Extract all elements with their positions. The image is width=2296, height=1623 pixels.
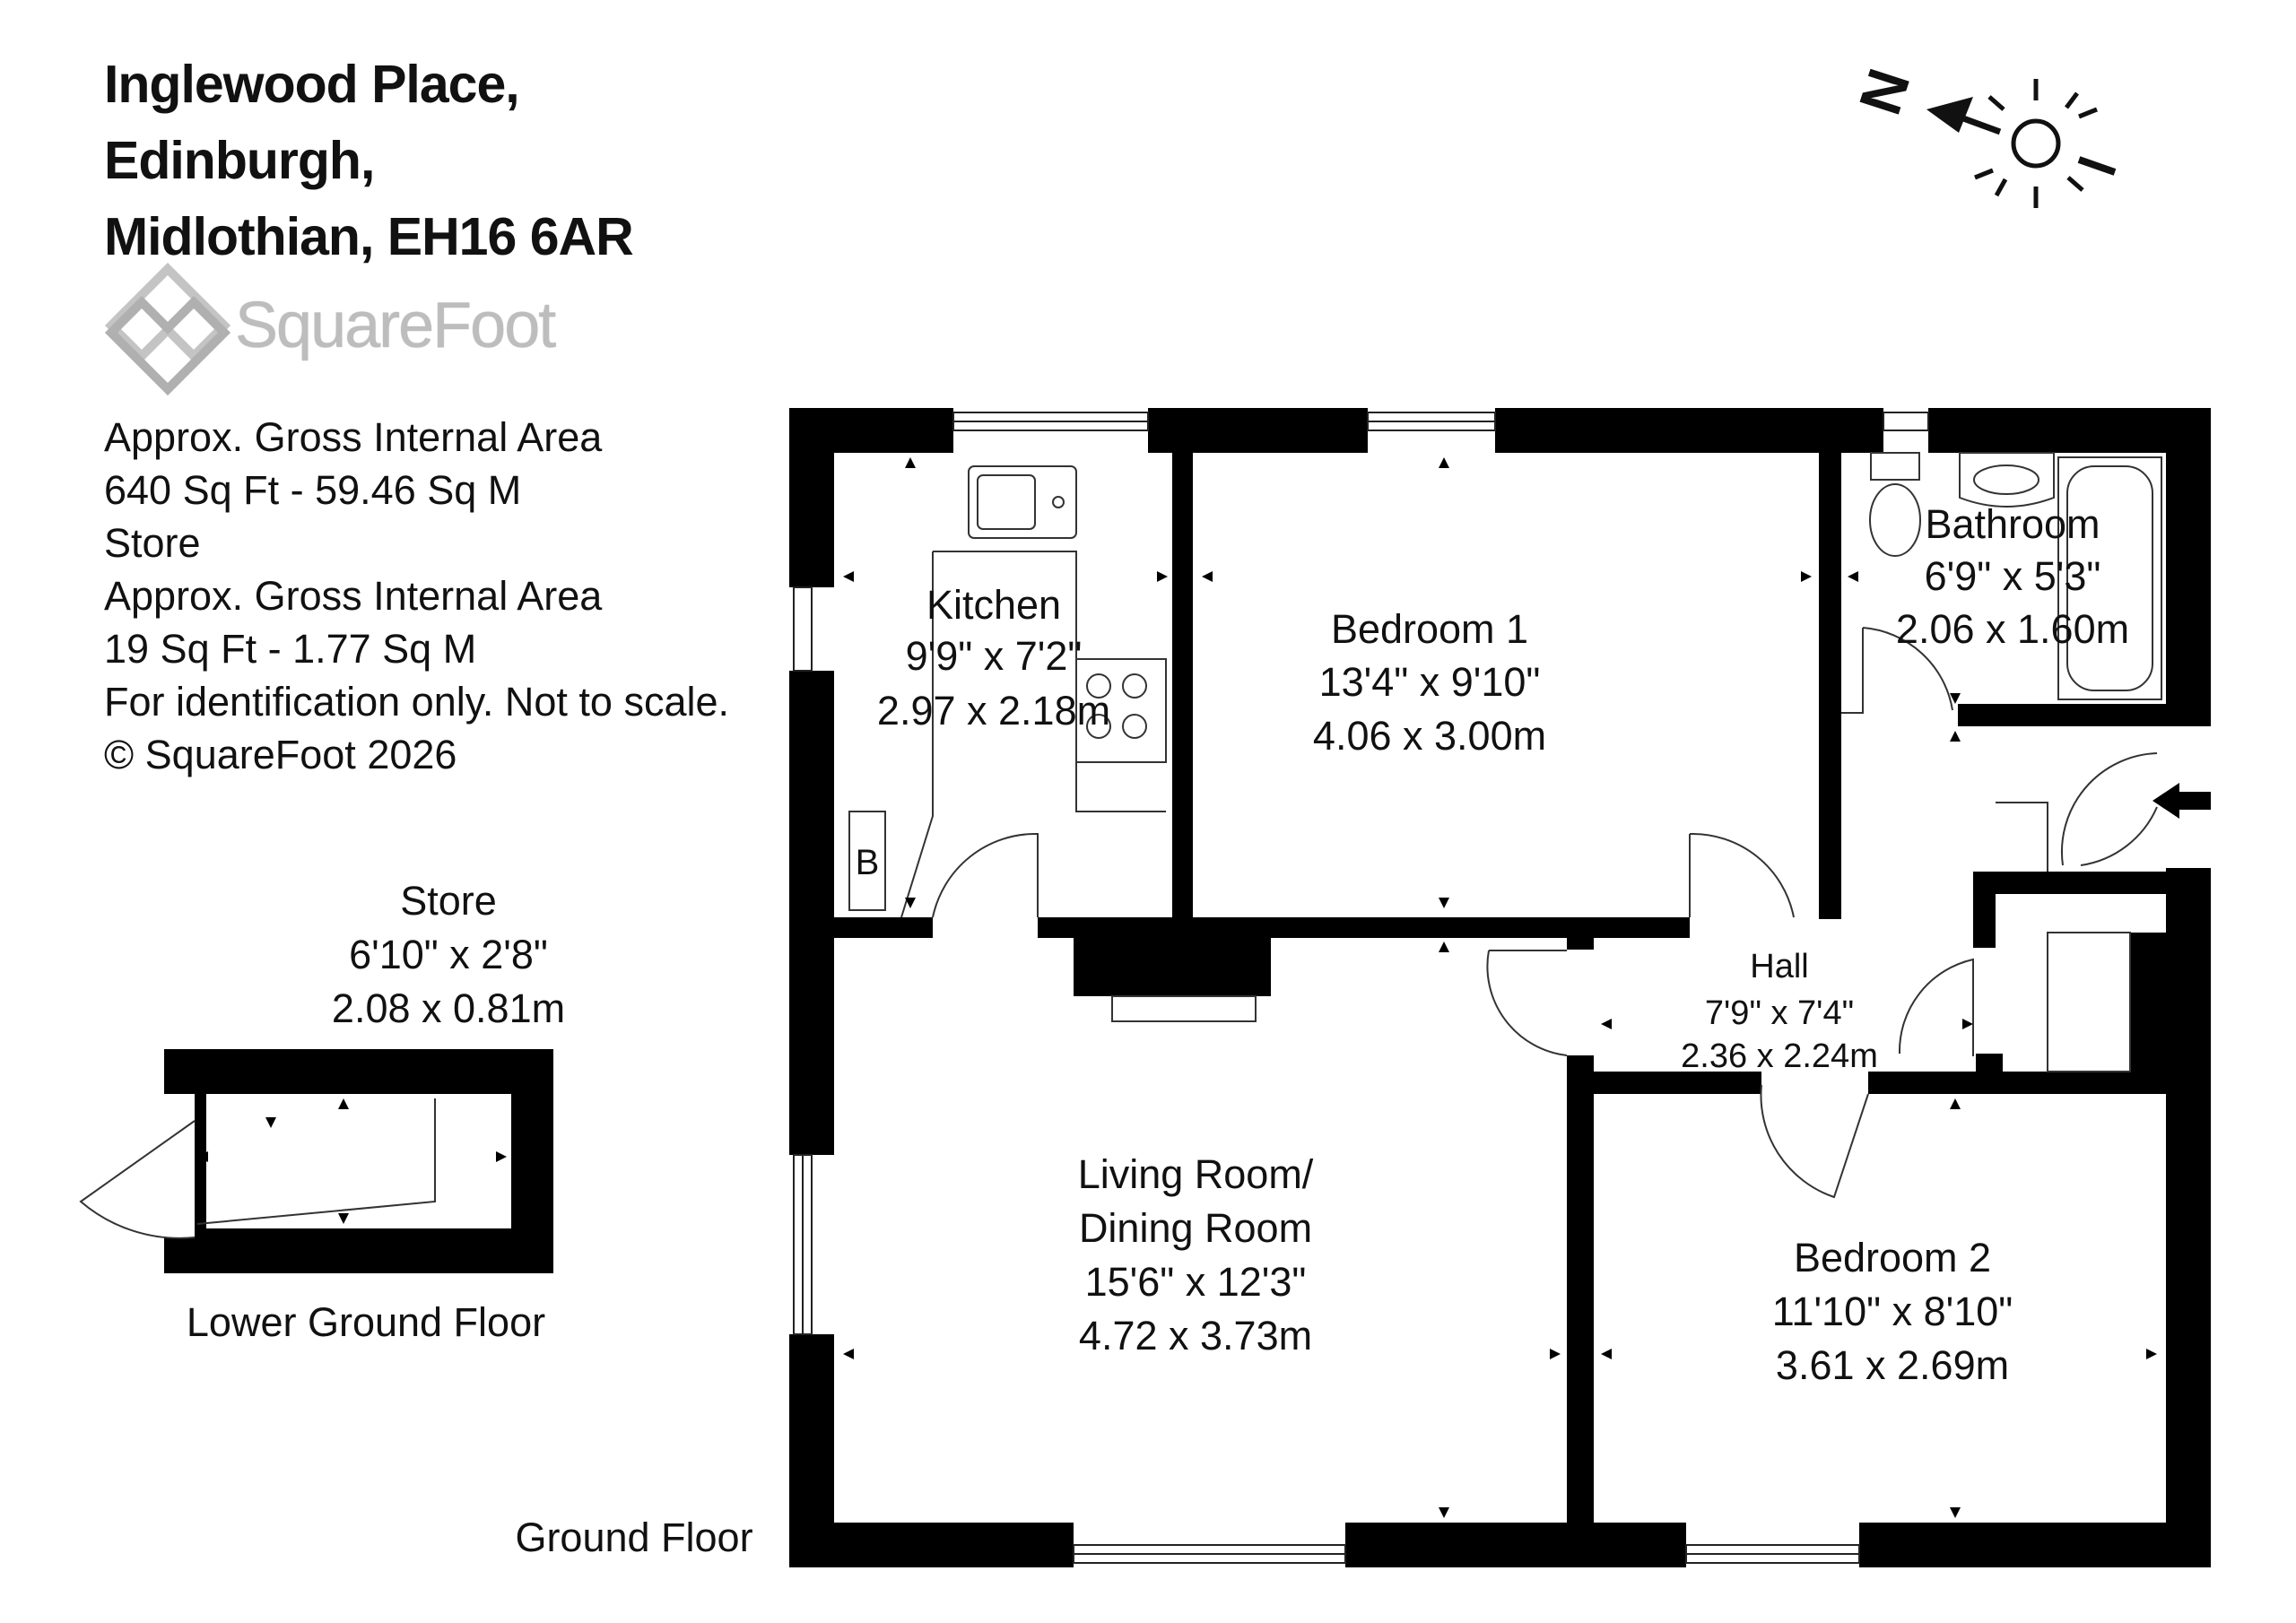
info-line-5: 19 Sq Ft - 1.77 Sq M — [104, 626, 477, 672]
sink-icon — [968, 465, 1077, 539]
store-name: Store — [400, 878, 497, 924]
area-info: Approx. Gross Internal Area 640 Sq Ft - … — [104, 411, 729, 781]
compass-north-letter: N — [1846, 61, 1922, 122]
bedroom1-imperial: 13'4" x 9'10" — [1319, 659, 1541, 705]
basin-icon — [1959, 452, 2055, 508]
living-name-line2: Dining Room — [1079, 1205, 1312, 1251]
info-line-7: © SquareFoot 2026 — [104, 732, 457, 777]
bathroom-metric: 2.06 x 1.60m — [1896, 606, 2129, 652]
store-imperial: 6'10" x 2'8" — [349, 932, 548, 977]
info-line-6: For identification only. Not to scale. — [104, 679, 729, 725]
floor-label-ground: Ground Floor — [515, 1515, 752, 1560]
north-arrow-icon — [1926, 97, 1973, 133]
squarefoot-logo: SquareFoot — [100, 262, 603, 405]
address-line-2: Edinburgh, — [104, 131, 375, 190]
compass-icon: N — [1846, 61, 2117, 208]
kitchen-imperial: 9'9" x 7'2" — [906, 633, 1083, 679]
hall-imperial: 7'9" x 7'4" — [1705, 994, 1854, 1032]
ground-floor-walls — [789, 408, 2211, 1567]
living-imperial: 15'6" x 12'3" — [1085, 1259, 1307, 1305]
store-plan — [79, 1049, 553, 1273]
address-line-1: Inglewood Place, — [104, 55, 520, 114]
toilet-icon — [1869, 483, 1921, 557]
floor-label-lower: Lower Ground Floor — [187, 1299, 545, 1345]
dimension-markers — [843, 457, 2157, 1518]
door-cupboard — [1898, 958, 1974, 1056]
door-entrance — [2060, 752, 2158, 866]
hall-name: Hall — [1750, 948, 1808, 985]
sun-icon — [1974, 79, 2117, 208]
door-living — [1486, 950, 1568, 1056]
brand-name: SquareFoot — [235, 290, 556, 361]
windows — [793, 412, 1929, 1564]
bedroom1-metric: 4.06 x 3.00m — [1313, 713, 1546, 759]
boiler-label: B — [856, 843, 880, 882]
entrance-arrow-icon — [2152, 783, 2211, 819]
kitchen-metric: 2.97 x 2.18m — [877, 688, 1110, 733]
info-line-2: 640 Sq Ft - 59.46 Sq M — [104, 467, 522, 513]
squarefoot-logo-mark-icon — [104, 262, 231, 396]
info-line-4: Approx. Gross Internal Area — [104, 573, 603, 619]
boiler-cupboard — [848, 811, 886, 911]
fixtures — [848, 452, 2162, 1199]
hall-metric: 2.36 x 2.24m — [1681, 1037, 1878, 1075]
address-heading: Inglewood Place, Edinburgh, Midlothian, … — [104, 47, 634, 275]
toilet-cistern-icon — [1870, 452, 1920, 481]
bedroom2-metric: 3.61 x 2.69m — [1776, 1342, 2009, 1388]
kitchen-name: Kitchen — [926, 582, 1061, 628]
door-kitchen — [932, 832, 1039, 918]
address-line-3: Midlothian, EH16 6AR — [104, 207, 634, 266]
door-bedroom2 — [1760, 1084, 1869, 1199]
living-name-line1: Living Room/ — [1078, 1151, 1314, 1197]
store-metric: 2.08 x 0.81m — [332, 985, 565, 1031]
room-labels: Kitchen 9'9" x 7'2" 2.97 x 2.18m Bedroom… — [187, 501, 2129, 1560]
bedroom2-name: Bedroom 2 — [1794, 1235, 1991, 1280]
bathroom-imperial: 6'9" x 5'3" — [1925, 553, 2101, 599]
bedroom1-name: Bedroom 1 — [1331, 606, 1528, 652]
hob-icon — [1075, 658, 1167, 763]
info-line-3: Store — [104, 520, 201, 566]
bath-icon — [2057, 456, 2162, 700]
bathroom-name: Bathroom — [1925, 501, 2100, 547]
living-metric: 4.72 x 3.73m — [1079, 1313, 1312, 1358]
store-door — [79, 1120, 196, 1239]
info-line-1: Approx. Gross Internal Area — [104, 414, 603, 460]
door-bedroom1 — [1689, 832, 1795, 918]
hearth — [1111, 995, 1257, 1022]
bedroom2-imperial: 11'10" x 8'10" — [1772, 1289, 2013, 1334]
